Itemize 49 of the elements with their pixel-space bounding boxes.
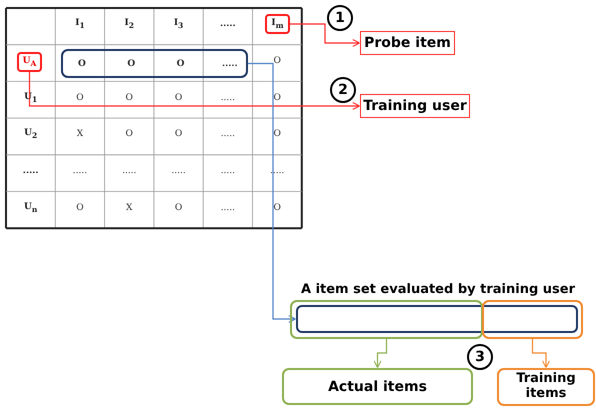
cell-mark: O [126,92,133,103]
arrow [532,339,550,368]
cell-mark: ..... [222,58,238,68]
column-header: I$_{3}$ [174,18,184,30]
arrow [373,339,388,368]
row-header: U$_{n}$ [24,202,38,214]
step-number: 1 [327,5,353,31]
step-number: 2 [330,77,356,103]
training-part-box [482,300,583,339]
row-header: U$_{2}$ [24,128,38,140]
set-heading: A item set evaluated by training user [300,282,576,297]
cell-mark: X [76,129,84,140]
arrow [28,72,360,110]
cell-mark: ..... [220,202,235,213]
arrow [248,62,296,324]
training-items-box: Training items [497,368,595,406]
cell-mark: O [176,58,184,68]
actual-part-box [290,300,483,339]
cell-mark: ..... [122,166,136,176]
cell-mark: ..... [220,166,235,176]
column-header: I$_{2}$ [124,18,134,30]
probe-item-box: Probe item [360,31,455,55]
cell-mark: O [273,56,281,66]
training-user-box: Training user [360,94,470,118]
cell-mark: ..... [171,166,186,176]
cell-mark: O [273,92,281,103]
rated-items-box [61,49,248,78]
row-header: ..... [22,166,38,176]
step-number: 3 [467,344,493,370]
user-header-box: U$_{A}$ [17,52,42,72]
cell-mark: O [76,92,84,103]
item-header-box: I$_{m}$ [265,14,290,34]
cell-mark: O [174,92,182,103]
cell-mark: ..... [72,166,88,176]
cell-mark: ..... [220,129,235,140]
cell-mark: O [127,58,136,68]
column-header: ..... [220,19,236,30]
cell-mark: X [126,202,132,213]
cell-mark: O [126,129,133,140]
actual-items-box: Actual items [282,368,473,405]
cell-mark: O [78,58,86,68]
column-header: I$_{1}$ [75,18,85,30]
cell-mark: ..... [220,92,235,103]
cell-mark: O [174,202,182,213]
arrow [290,23,360,48]
cell-mark: O [76,202,84,213]
cell-mark: O [273,129,281,140]
cell-mark: O [273,202,281,213]
cell-mark: O [174,129,182,140]
